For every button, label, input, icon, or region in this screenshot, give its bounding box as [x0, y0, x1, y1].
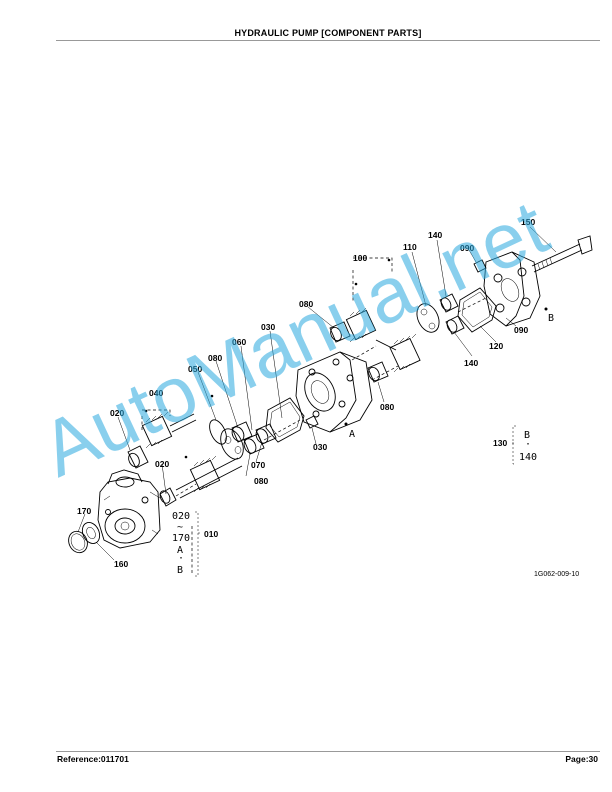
callout-080-top: 080	[299, 299, 313, 309]
callout-140-top: 140	[428, 230, 442, 240]
callout-070: 070	[251, 460, 265, 470]
callout-160: 160	[114, 559, 128, 569]
callout-060: 060	[232, 337, 246, 347]
callout-090-top: 090	[460, 243, 474, 253]
group-130-note: 130 B · 140	[493, 425, 537, 465]
bushing-020-upper	[127, 445, 149, 469]
bushing-020-lower	[159, 487, 177, 507]
gasket-030-left	[265, 397, 305, 443]
snap-ring-170	[68, 530, 88, 554]
group-130-b: B	[524, 430, 530, 441]
callout-050: 050	[188, 364, 202, 374]
callout-labels: 150 140 110 090 100 080 030 060 080 050 …	[77, 217, 535, 569]
bushing-080-b	[243, 433, 265, 455]
figure-code: 1G062-009-10	[534, 571, 579, 578]
bushing-140-a	[439, 293, 459, 313]
reference-letters: B A	[144, 258, 554, 459]
bolt-150	[531, 235, 593, 273]
callout-030-top: 030	[261, 322, 275, 332]
assembly-centerlines	[141, 257, 487, 575]
reference-code: Reference:011701	[57, 754, 129, 764]
watermark: AutoManual.net	[28, 183, 561, 494]
callout-120: 120	[489, 341, 503, 351]
gasket-120	[457, 287, 497, 333]
group-130-dot: ·	[525, 439, 531, 450]
pin-030	[305, 415, 319, 429]
ref-letter-a-center: A	[349, 429, 355, 440]
driven-gear-shaft	[175, 455, 243, 499]
page-number: Page:30	[565, 754, 598, 764]
bushing-080-c	[367, 361, 389, 383]
callout-080-right: 080	[380, 402, 394, 412]
callout-080-left: 080	[208, 353, 222, 363]
leader-lines	[77, 226, 557, 561]
callout-090-bottom: 090	[514, 325, 528, 335]
group-010-note: 020 ~ 170 A · B	[172, 511, 202, 577]
callout-170: 170	[77, 506, 91, 516]
group-010-b: B	[177, 565, 183, 576]
group-010-tilde: ~	[177, 522, 183, 533]
group-010-to: 170	[172, 533, 190, 544]
callout-100: 100	[353, 253, 367, 263]
callout-080-bottom: 080	[254, 476, 268, 486]
ref-letter-b-top: B	[548, 313, 554, 324]
rear-cover	[483, 251, 541, 327]
group-130-code2: 140	[519, 452, 537, 463]
page-title: HYDRAULIC PUMP [COMPONENT PARTS]	[234, 28, 422, 38]
bushing-140-b	[445, 315, 465, 335]
callout-030-bottom: 030	[313, 442, 327, 452]
group-130-code: 130	[493, 438, 507, 448]
drive-gear-040	[141, 411, 197, 449]
callout-040: 040	[149, 388, 163, 398]
group-010-from: 020	[172, 511, 190, 522]
callout-020-lower: 020	[155, 459, 169, 469]
gear-100-lower	[375, 333, 421, 373]
bushing-070	[255, 423, 277, 445]
plate-110	[416, 303, 440, 333]
footer-rule	[56, 751, 600, 752]
bushing-080-top	[329, 321, 351, 343]
front-housing	[97, 469, 161, 549]
pin-090	[473, 259, 487, 273]
header-rule	[56, 40, 600, 41]
callout-140-bottom: 140	[464, 358, 478, 368]
group-010-dot: ·	[178, 553, 184, 564]
gear-100-upper	[345, 307, 377, 343]
group-010-a: A	[177, 545, 183, 556]
callout-010: 010	[204, 529, 218, 539]
bushing-080-a	[231, 421, 253, 443]
gear-case	[295, 351, 373, 433]
callout-110: 110	[403, 242, 417, 252]
callout-150: 150	[521, 217, 535, 227]
oil-seal-160	[81, 522, 101, 544]
seal-050	[209, 419, 227, 445]
callout-020-upper: 020	[110, 408, 124, 418]
backup-plate-060	[220, 428, 244, 460]
